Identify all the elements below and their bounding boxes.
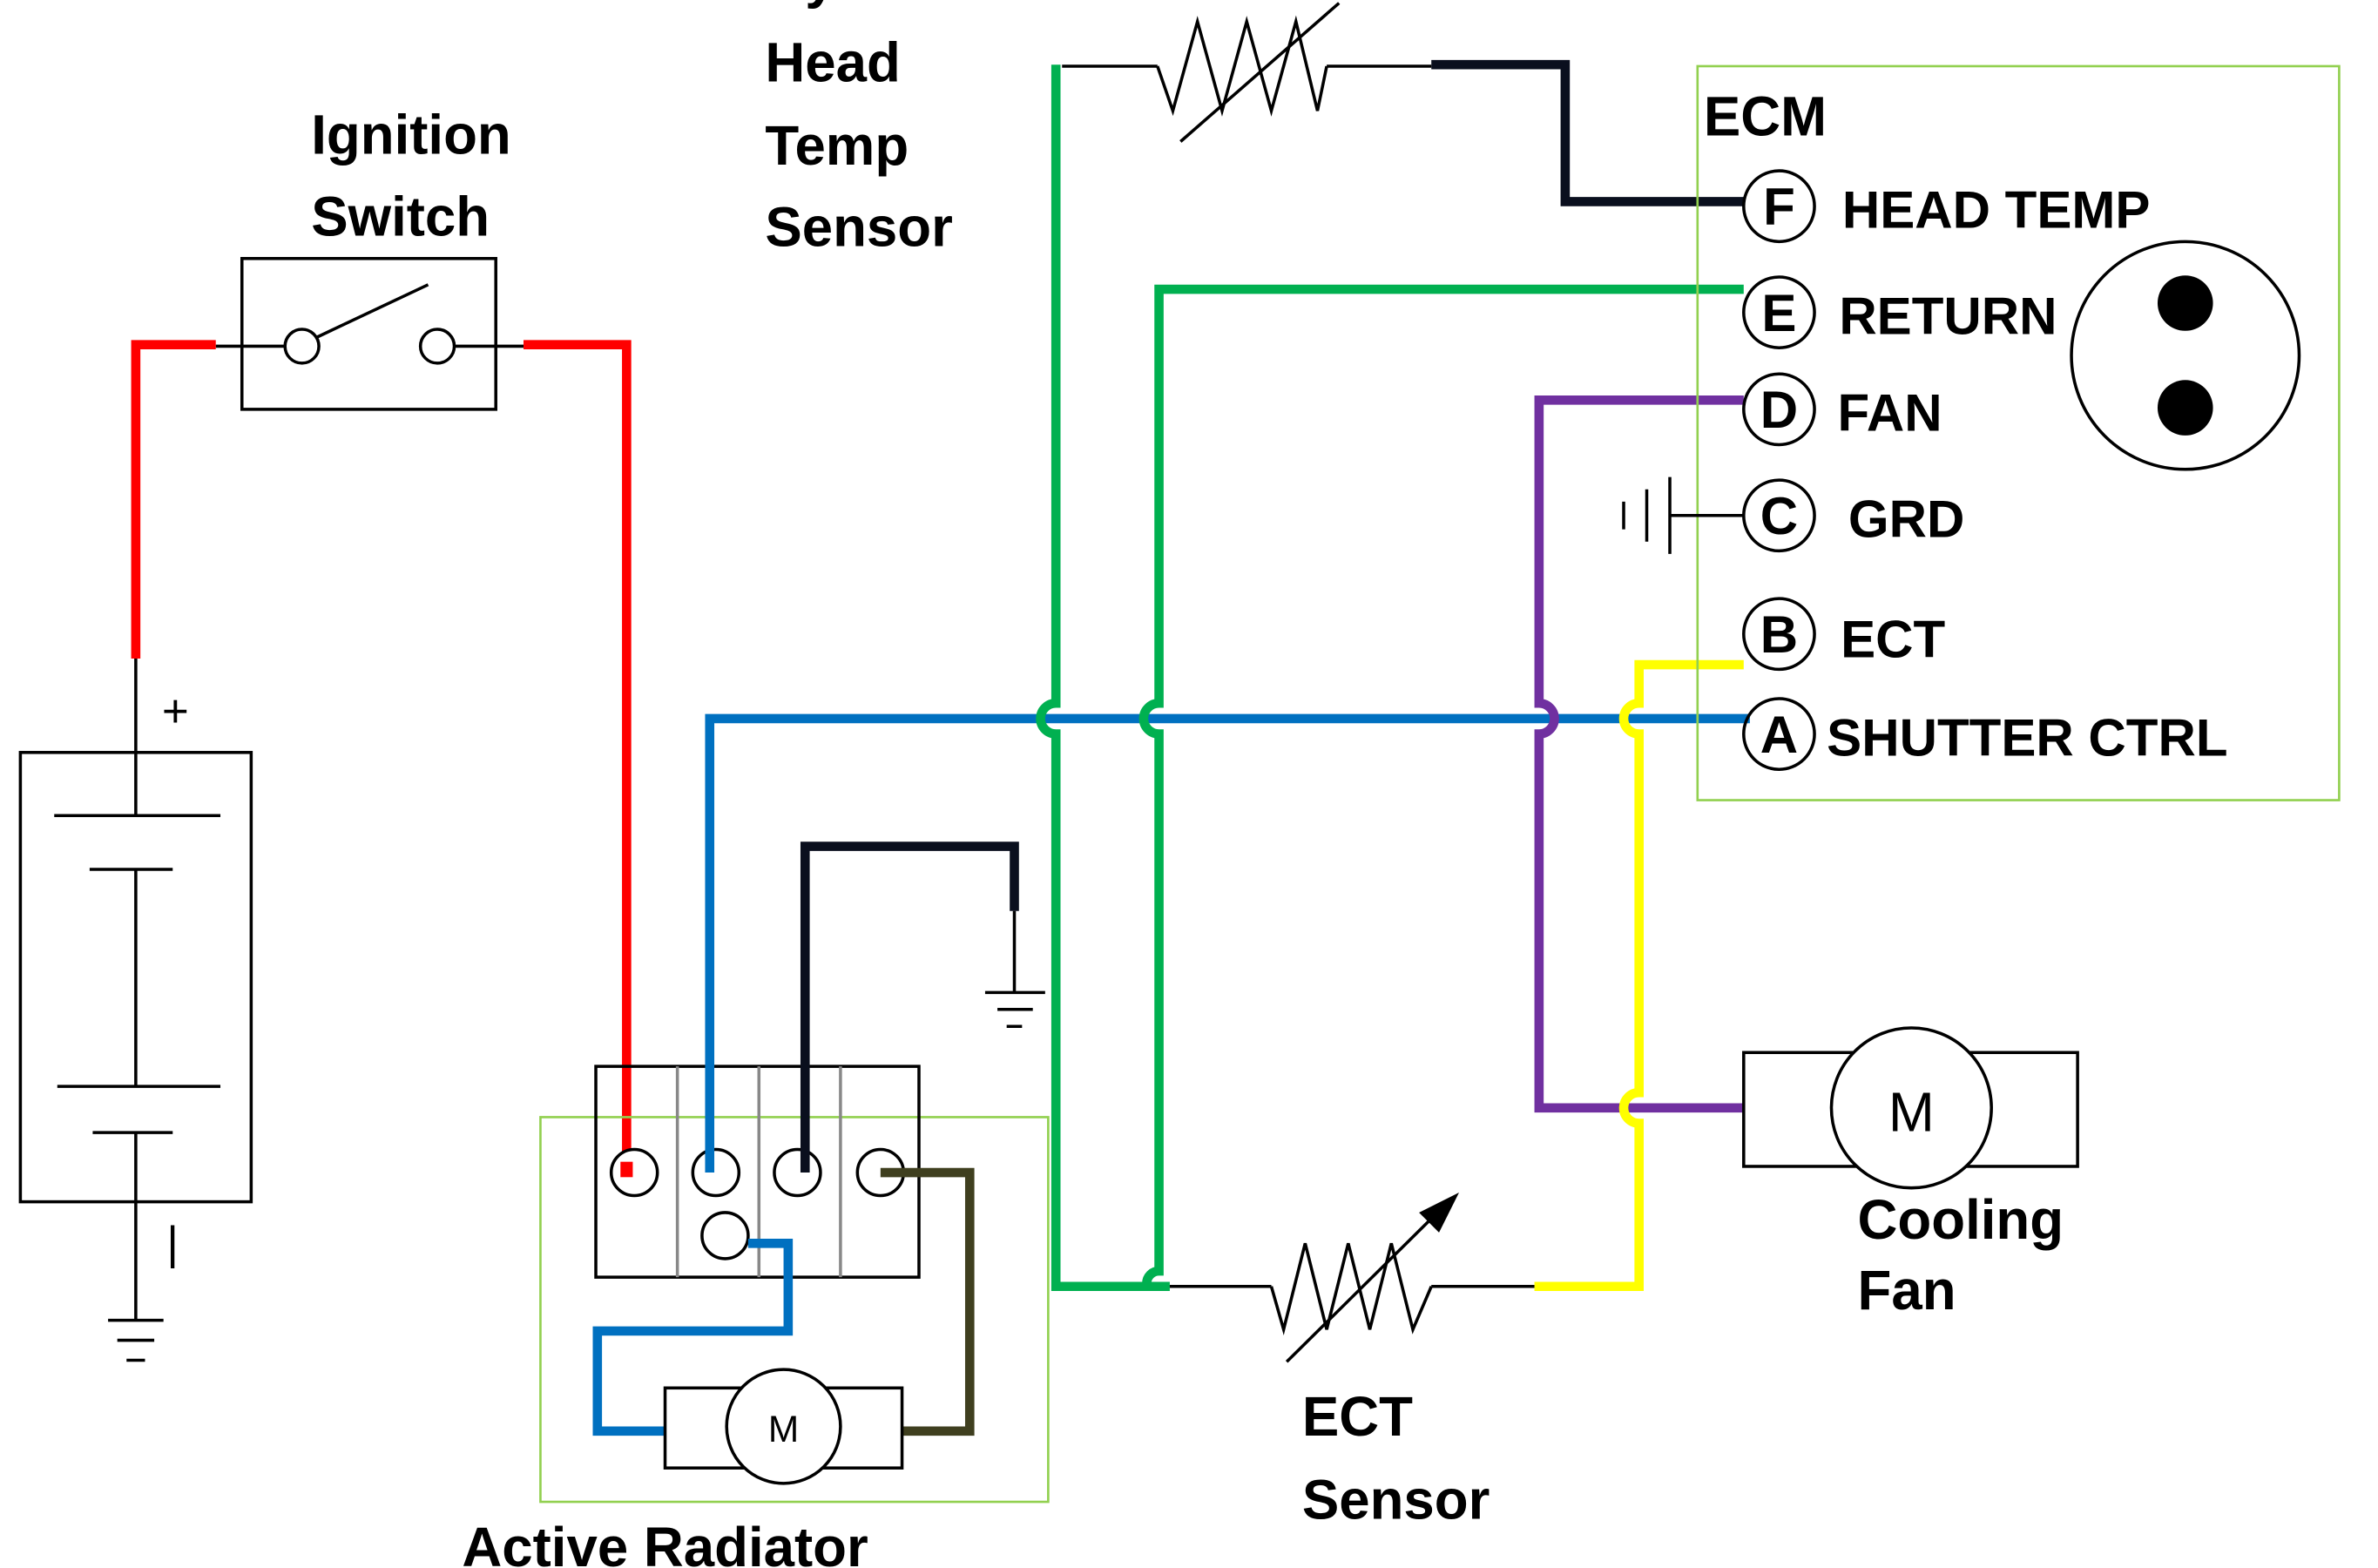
- cooling-fan-motor-label: M: [1888, 1081, 1935, 1143]
- radiator-motor-wire: [880, 1167, 975, 1436]
- return-wire: [1138, 284, 1744, 1284]
- svg-text:E: E: [1761, 284, 1796, 342]
- ecm-pin-e: E RETURN: [1742, 275, 2057, 349]
- svg-text:SHUTTER CTRL: SHUTTER CTRL: [1827, 708, 2227, 767]
- ignition-switch: [215, 256, 524, 411]
- head-temp-green-wire: [1036, 64, 1170, 1292]
- cht-label-4: Sensor: [765, 197, 953, 259]
- ecm-box: [1696, 64, 2341, 801]
- cht-label-3: Temp: [765, 115, 909, 177]
- ecm-pin-f: F HEAD TEMP: [1742, 169, 2151, 244]
- svg-text:D: D: [1760, 381, 1798, 439]
- battery-minus-label: |: [166, 1218, 179, 1269]
- ecm-pin-c: C GRD: [1742, 478, 1964, 553]
- ecm-pin-a: A SHUTTER CTRL: [1742, 697, 2228, 771]
- svg-text:FAN: FAN: [1838, 384, 1942, 443]
- cooling-fan-label-2: Fan: [1858, 1260, 1956, 1321]
- ecm-connector: [2070, 240, 2301, 471]
- ecm-pin-b: B ECT: [1742, 597, 1946, 672]
- radiator-blue-motor-wire: [592, 1238, 794, 1436]
- power-wire-battery: [131, 340, 216, 659]
- svg-text:HEAD TEMP: HEAD TEMP: [1842, 180, 2151, 239]
- battery-plus-label: +: [162, 686, 189, 737]
- svg-text:ECT: ECT: [1841, 610, 1945, 668]
- ect-label-1: ECT: [1302, 1386, 1413, 1448]
- ground-symbol-radiator: [984, 910, 1045, 1028]
- shutter-ctrl-wire: [705, 713, 1750, 1173]
- svg-text:F: F: [1763, 178, 1795, 236]
- svg-text:B: B: [1760, 605, 1798, 664]
- radiator-ground-wire: [800, 841, 1019, 1173]
- cooling-fan-label-1: Cooling: [1858, 1189, 2064, 1251]
- active-radiator-box: [539, 1116, 1050, 1504]
- ground-symbol-battery: [108, 1318, 164, 1362]
- head-temp-sensor: [1062, 2, 1432, 143]
- svg-text:C: C: [1760, 487, 1798, 545]
- ecm-label: ECM: [1704, 85, 1827, 147]
- head-temp-wire: [1431, 59, 1744, 206]
- ignition-label-1: Ignition: [311, 105, 511, 166]
- ignition-label-2: Switch: [311, 186, 490, 247]
- cht-label-2: Head: [765, 32, 900, 94]
- shutter-motor: M: [663, 1368, 904, 1485]
- battery: + |: [18, 659, 253, 1321]
- ect-wire: [1534, 659, 1744, 1292]
- ect-sensor: [1169, 1192, 1535, 1363]
- ecm-pin-d: D FAN: [1742, 372, 1942, 447]
- svg-text:RETURN: RETURN: [1839, 287, 2057, 345]
- ground-symbol-ecm: [1622, 476, 1744, 554]
- fan-wire: [1534, 395, 1744, 1113]
- shutter-motor-label: M: [768, 1409, 799, 1450]
- svg-text:GRD: GRD: [1848, 490, 1964, 548]
- ect-label-2: Sensor: [1302, 1469, 1490, 1531]
- cht-label-1: Cylinder: [765, 0, 986, 9]
- radiator-connector: [594, 1064, 921, 1279]
- svg-text:A: A: [1760, 706, 1798, 764]
- active-radiator-label: Active Radiator: [462, 1517, 868, 1568]
- power-wire-radiator: [524, 340, 632, 1173]
- cooling-fan-motor: M: [1742, 1026, 2079, 1190]
